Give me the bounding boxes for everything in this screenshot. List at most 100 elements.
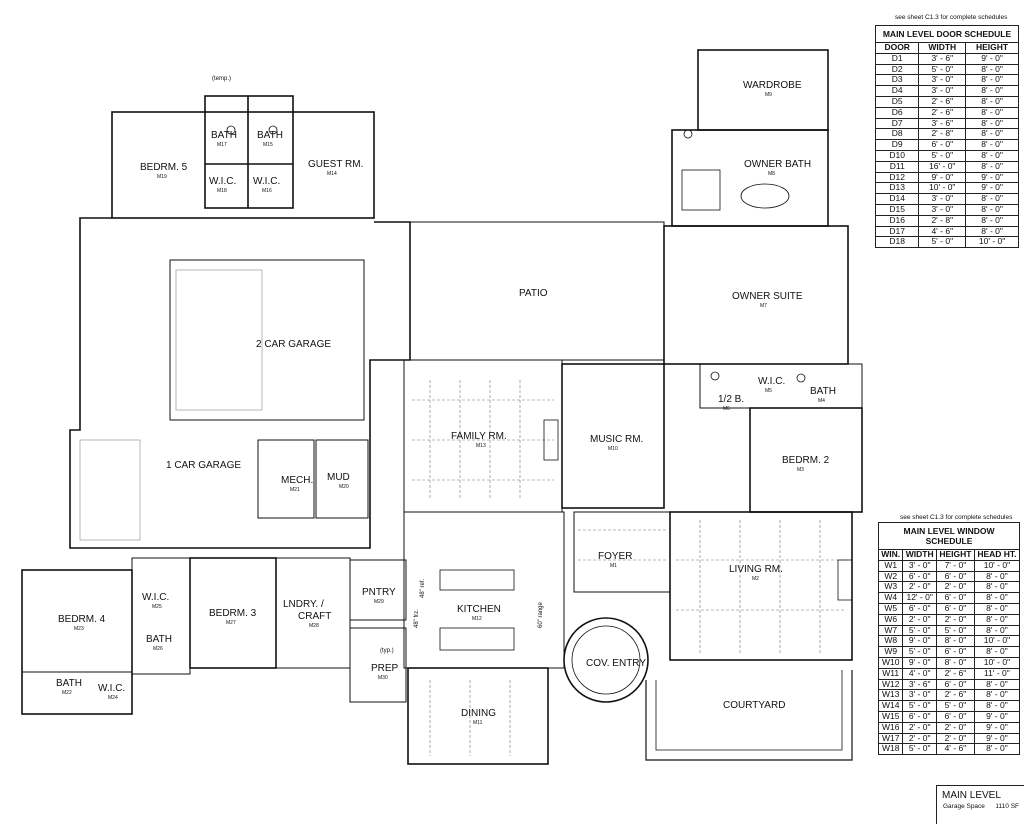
- wall-dining: [407, 667, 549, 765]
- room-foyer: FOYER: [598, 551, 632, 562]
- room-tag: M6: [723, 406, 730, 412]
- room-laundry: LNDRY. /: [283, 599, 324, 610]
- door-row-cell: 8' - 0": [965, 203, 1019, 216]
- door-row-cell: 8' - 0": [965, 74, 1019, 87]
- window-row-cell: 6' - 0": [935, 678, 975, 691]
- room-tag: M10: [608, 446, 618, 452]
- door-row-cell: D14: [874, 193, 920, 205]
- window-row-cell: 4' - 6": [935, 743, 975, 756]
- room-tag: M20: [339, 484, 349, 490]
- temp-note: (temp.): [212, 76, 231, 82]
- door-row-cell: 10' - 0": [965, 236, 1019, 249]
- level-summary-box: MAIN LEVEL Garage Space 1110 SF: [936, 785, 1024, 824]
- room-tag: M14: [327, 171, 337, 177]
- wall-foyer: [573, 511, 671, 593]
- window-row-cell: W1: [877, 559, 904, 572]
- room-tag: M30: [378, 675, 388, 681]
- window-row-cell: 6' - 0": [902, 602, 937, 615]
- room-wic-owner: W.I.C.: [758, 376, 785, 387]
- door-row-cell: 2' - 8": [918, 128, 967, 141]
- door-row-cell: D3: [874, 74, 920, 87]
- window-row-cell: 8' - 0": [935, 656, 975, 669]
- window-row-cell: 12' - 0": [902, 592, 937, 604]
- window-row-cell: 9' - 0": [973, 721, 1021, 734]
- window-row-cell: W11: [877, 667, 904, 680]
- range-note: 60" range: [538, 602, 544, 628]
- room-tag: M22: [62, 690, 72, 696]
- room-2-car-garage: 2 CAR GARAGE: [256, 339, 331, 350]
- door-row-cell: 9' - 0": [918, 171, 967, 184]
- door-row-cell: 3' - 6": [918, 52, 967, 65]
- room-bath-b: BATH: [257, 130, 283, 141]
- door-row-cell: 8' - 0": [965, 128, 1019, 141]
- door-row-cell: D7: [874, 117, 920, 130]
- room-tag: M19: [157, 174, 167, 180]
- room-music: MUSIC RM.: [590, 434, 643, 445]
- door-row-cell: 9' - 0": [965, 52, 1019, 65]
- door-row-cell: 8' - 0": [965, 106, 1019, 119]
- door-row-cell: D17: [874, 225, 920, 238]
- window-row-cell: 8' - 0": [935, 635, 975, 648]
- room-owner-bath: OWNER BATH: [744, 159, 811, 170]
- wall-mud: [315, 439, 369, 519]
- room-kitchen: KITCHEN: [457, 604, 501, 615]
- room-bedroom2: BEDRM. 2: [782, 455, 830, 466]
- door-row-cell: 2' - 6": [918, 95, 967, 108]
- room-tag: M9: [765, 92, 772, 98]
- room-tag: M26: [153, 646, 163, 652]
- freezer-note: 48" frz.: [414, 609, 420, 628]
- door-row-cell: 5' - 0": [918, 149, 967, 162]
- room-craft: CRAFT: [298, 611, 331, 622]
- window-schedule-note: see sheet C1.3 for complete schedules: [900, 514, 1013, 521]
- window-row-cell: 2' - 0": [902, 581, 937, 594]
- wall-garage: [69, 217, 411, 549]
- door-row-cell: D18: [874, 236, 920, 249]
- room-tag: M21: [290, 487, 300, 493]
- door-row-cell: 2' - 8": [918, 214, 967, 227]
- room-owner-suite: OWNER SUITE: [732, 291, 803, 302]
- level-row-value: 1110 SF: [995, 803, 1019, 810]
- door-row-cell: 8' - 0": [965, 63, 1019, 76]
- room-tag: M3: [797, 467, 804, 473]
- room-tag: M25: [152, 604, 162, 610]
- window-row-cell: 8' - 0": [973, 743, 1021, 756]
- window-row-cell: 11' - 0": [973, 667, 1021, 680]
- room-tag: M15: [263, 142, 273, 148]
- room-tag: M5: [765, 388, 772, 394]
- window-schedule-header: WIDTH: [902, 549, 937, 561]
- wall-living: [669, 511, 853, 661]
- wall-courtyard: [645, 670, 853, 761]
- room-tag: M18: [217, 188, 227, 194]
- window-row-cell: 6' - 0": [935, 592, 975, 604]
- window-row-cell: W9: [877, 646, 904, 658]
- door-row-cell: 2' - 6": [918, 106, 967, 119]
- window-row-cell: 5' - 0": [902, 624, 937, 637]
- window-row-cell: W17: [877, 732, 904, 745]
- room-wardrobe: WARDROBE: [743, 80, 802, 91]
- window-row-cell: 9' - 0": [902, 635, 937, 648]
- window-row-cell: 6' - 0": [935, 570, 975, 583]
- room-cov-entry: COV. ENTRY: [586, 658, 646, 669]
- window-row-cell: 8' - 0": [973, 678, 1021, 691]
- room-tag: M7: [760, 303, 767, 309]
- parking-outlines: [79, 269, 263, 541]
- room-wic-small: W.I.C.: [98, 683, 125, 694]
- door-row-cell: D11: [874, 160, 920, 173]
- room-bath-small: BATH: [56, 678, 82, 689]
- room-tag: M8: [768, 171, 775, 177]
- window-row-cell: 10' - 0": [973, 635, 1021, 648]
- room-bath-bedroom4: BATH: [146, 634, 172, 645]
- window-row-cell: 2' - 0": [902, 721, 937, 734]
- room-wic-bedroom4: W.I.C.: [142, 592, 169, 603]
- door-row-cell: D15: [874, 203, 920, 216]
